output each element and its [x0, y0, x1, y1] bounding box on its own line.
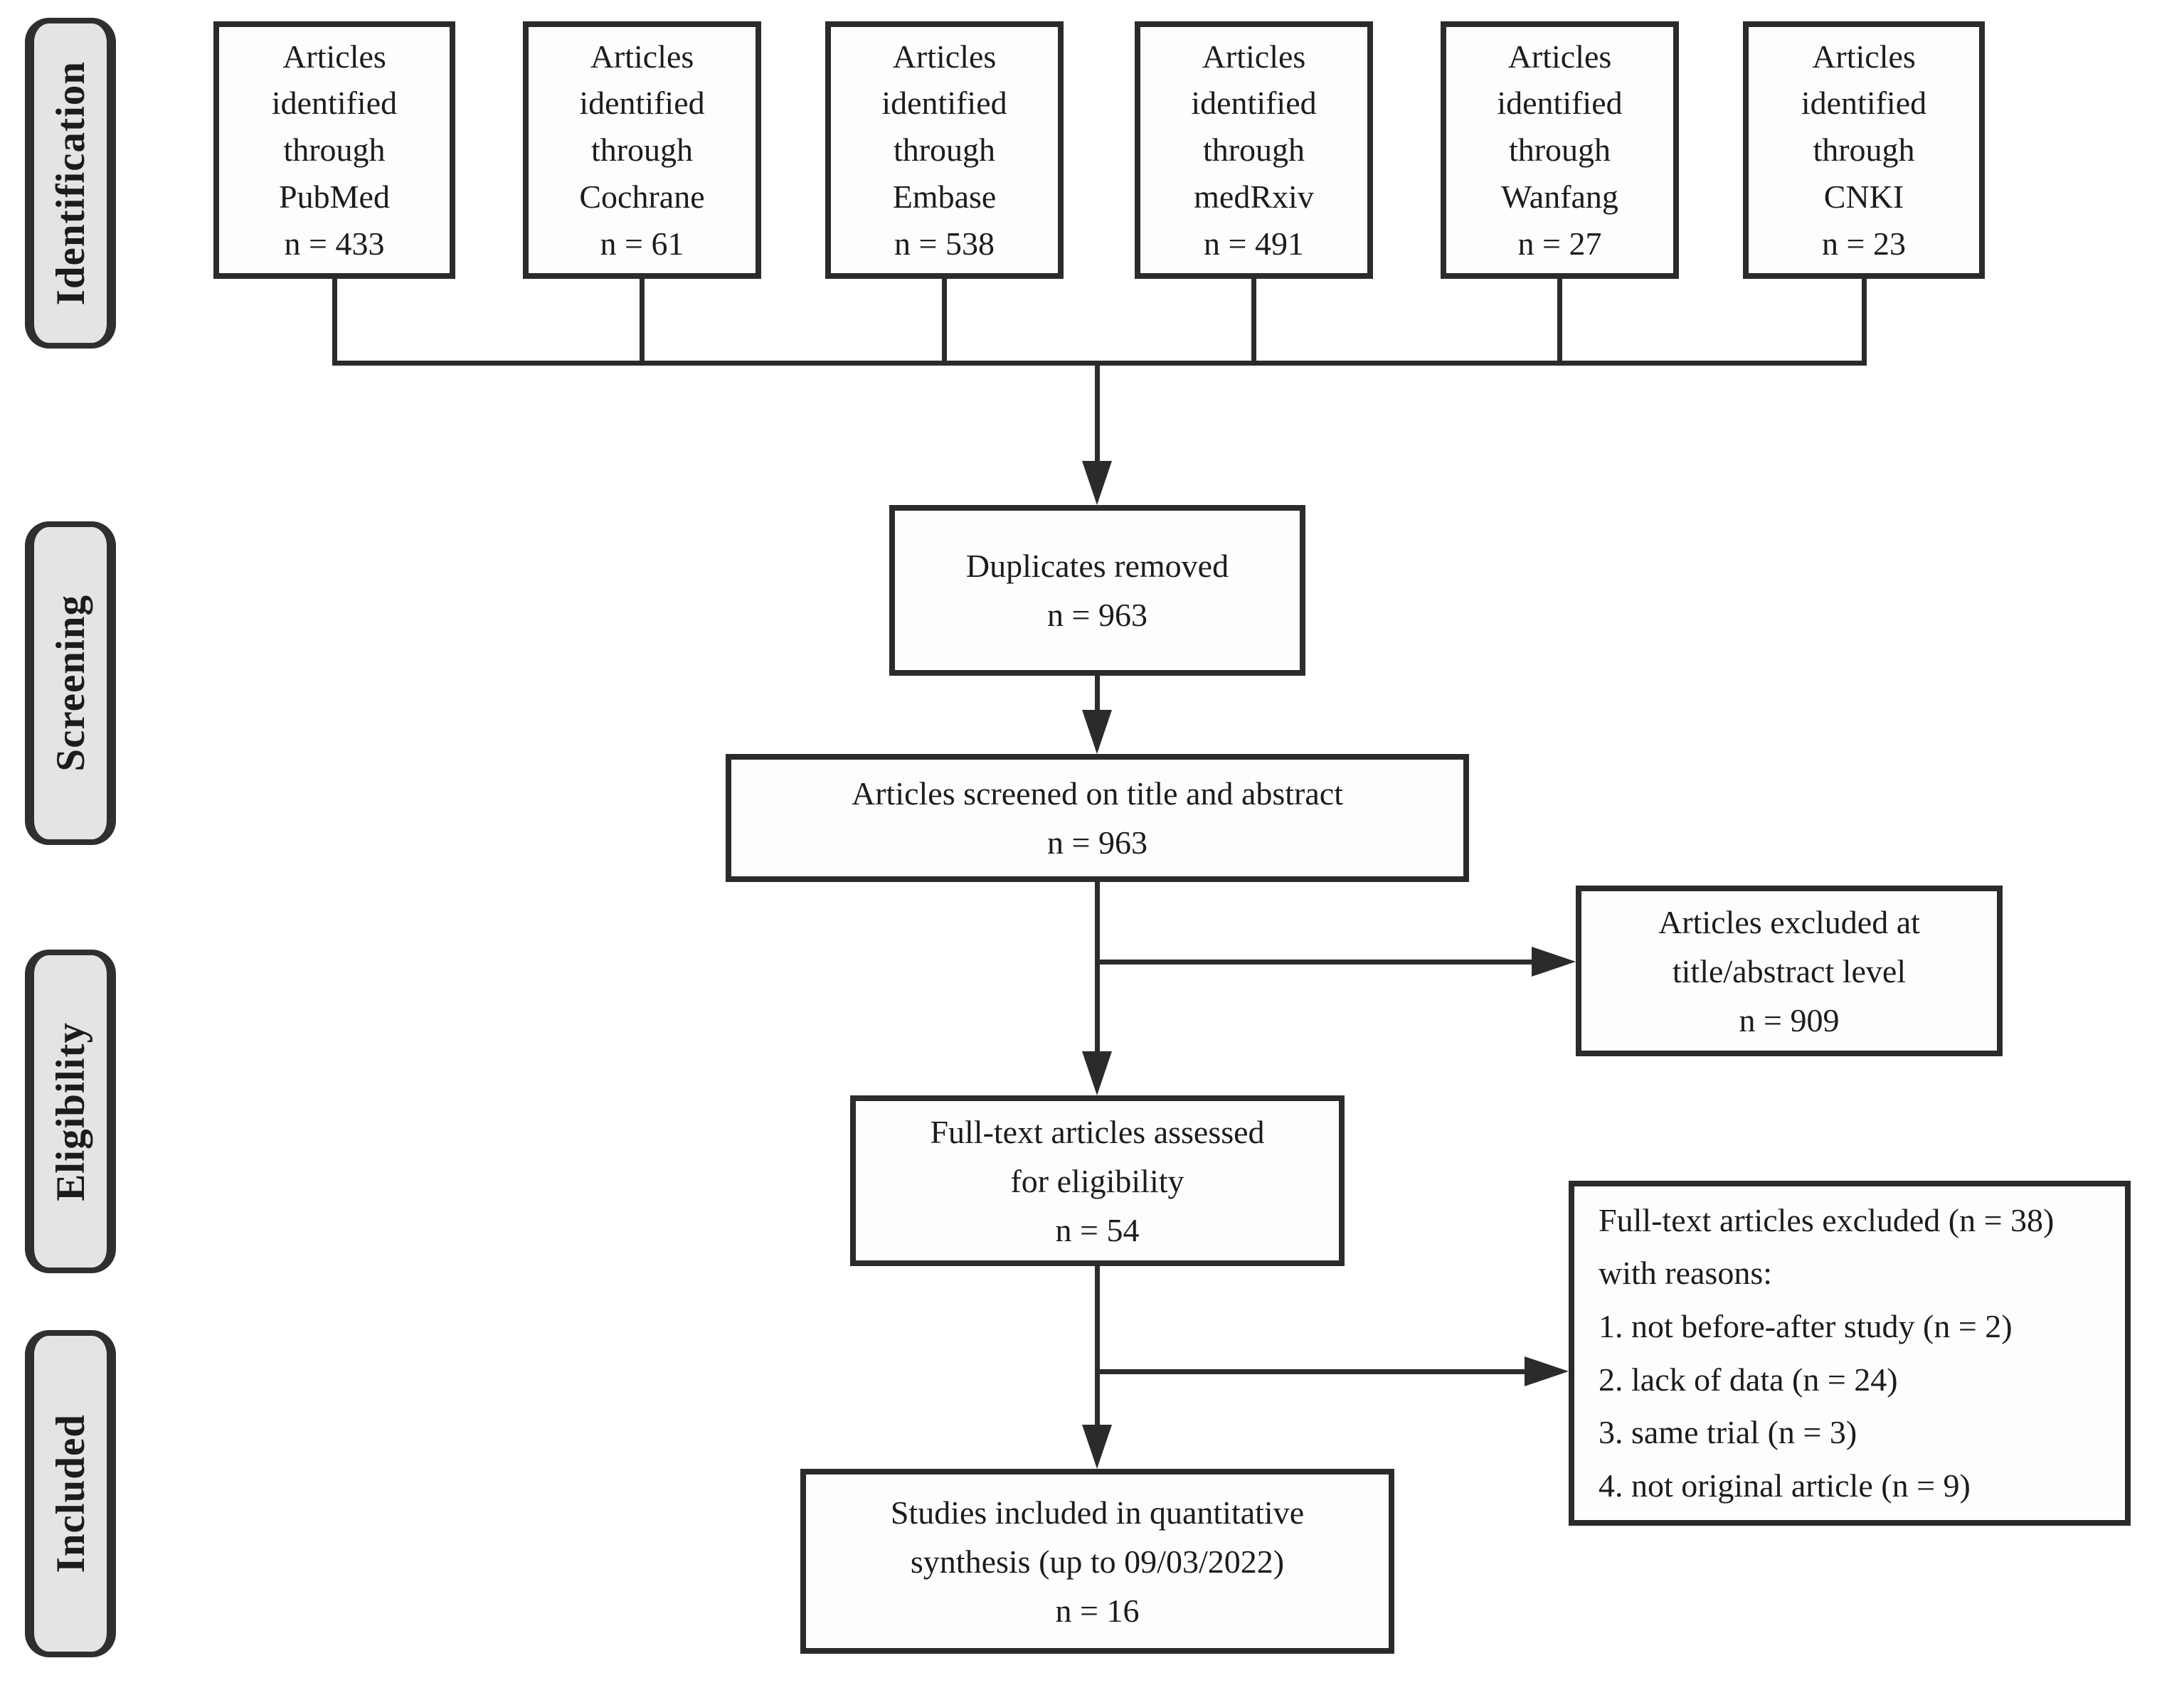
box-line: identified — [579, 85, 705, 122]
box-line: Articles screened on title and abstract — [852, 775, 1343, 812]
box-line: for eligibility — [1010, 1162, 1184, 1199]
source-box-cochrane: Articles identified through Cochrane n =… — [523, 21, 761, 279]
box-line: identified — [271, 85, 398, 122]
box-line: identified — [1191, 85, 1317, 122]
box-line: identified — [881, 85, 1007, 122]
box-count: n = 909 — [1739, 1001, 1840, 1038]
fulltext-assessed-box: Full-text articles assessed for eligibil… — [850, 1095, 1345, 1266]
source-box-medrxiv: Articles identified through medRxiv n = … — [1135, 21, 1373, 279]
stage-label-included: Included — [25, 1330, 116, 1657]
box-count: n = 23 — [1822, 225, 1906, 262]
box-line: Full-text articles excluded (n = 38) — [1599, 1201, 2055, 1238]
box-line: 2. lack of data (n = 24) — [1599, 1361, 1898, 1398]
connector-line — [1095, 882, 1100, 1053]
screened-box: Articles screened on title and abstract … — [726, 754, 1469, 882]
box-line: PubMed — [279, 178, 390, 215]
box-count: n = 61 — [600, 225, 684, 262]
box-line: medRxiv — [1194, 178, 1314, 215]
connector-line — [332, 279, 337, 366]
box-line: through — [1202, 132, 1305, 169]
box-count: n = 963 — [1047, 824, 1147, 861]
box-line: through — [590, 132, 694, 169]
fulltext-excluded-box: Full-text articles excluded (n = 38) wit… — [1569, 1181, 2131, 1526]
connector-line — [1251, 279, 1256, 366]
box-line: Articles — [1507, 38, 1612, 75]
connector-line — [1095, 1266, 1100, 1426]
box-count: n = 54 — [1055, 1211, 1140, 1248]
source-box-pubmed: Articles identified through PubMed n = 4… — [213, 21, 455, 279]
box-line: with reasons: — [1599, 1255, 1773, 1292]
box-count: n = 27 — [1517, 225, 1602, 262]
stage-label-text: Screening — [48, 595, 93, 772]
source-box-wanfang: Articles identified through Wanfang n = … — [1441, 21, 1679, 279]
box-line: identified — [1497, 85, 1623, 122]
connector-line — [1095, 676, 1100, 715]
box-line: Articles — [892, 38, 997, 75]
stage-label-identification: Identification — [25, 18, 116, 349]
box-line: Embase — [892, 178, 997, 215]
connector-line — [1095, 361, 1100, 466]
box-line: Full-text articles assessed — [930, 1113, 1265, 1150]
excluded-title-abstract-box: Articles excluded at title/abstract leve… — [1576, 886, 2003, 1056]
source-box-embase: Articles identified through Embase n = 5… — [825, 21, 1064, 279]
arrow-right — [1532, 947, 1576, 977]
box-line: Articles — [1812, 38, 1916, 75]
connector-line — [1862, 279, 1867, 366]
connector-line — [1557, 279, 1562, 366]
arrow-down — [1082, 1051, 1112, 1095]
box-line: Duplicates removed — [965, 548, 1229, 584]
box-line: through — [893, 132, 996, 169]
box-line: synthesis (up to 09/03/2022) — [910, 1543, 1285, 1580]
box-line: 1. not before-after study (n = 2) — [1599, 1307, 2013, 1344]
stage-label-eligibility: Eligibility — [25, 950, 116, 1273]
box-line: CNKI — [1823, 178, 1904, 215]
stage-label-text: Eligibility — [48, 1021, 93, 1201]
box-line: title/abstract level — [1672, 952, 1907, 989]
box-line: Articles — [590, 38, 694, 75]
box-line: Articles — [1202, 38, 1306, 75]
box-line: identified — [1801, 85, 1927, 122]
box-count: n = 963 — [1047, 597, 1147, 633]
branch-line — [1097, 960, 1532, 965]
connector-line — [640, 279, 645, 366]
box-line: 4. not original article (n = 9) — [1599, 1467, 1971, 1504]
box-line: Studies included in quantitative — [890, 1494, 1305, 1531]
box-line: Wanfang — [1501, 178, 1618, 215]
box-line: Cochrane — [579, 178, 705, 215]
arrow-down — [1082, 1425, 1112, 1469]
box-line: Articles excluded at — [1658, 903, 1920, 940]
box-line: through — [283, 132, 386, 169]
included-box: Studies included in quantitative synthes… — [800, 1469, 1394, 1654]
box-line: Articles — [282, 38, 386, 75]
arrow-right — [1525, 1356, 1569, 1386]
box-line: through — [1813, 132, 1915, 169]
stage-label-text: Included — [48, 1414, 93, 1573]
arrow-down — [1082, 461, 1112, 505]
duplicates-removed-box: Duplicates removed n = 963 — [889, 505, 1305, 676]
stage-label-text: Identification — [48, 60, 93, 306]
box-line: through — [1508, 132, 1611, 169]
arrow-down — [1082, 710, 1112, 754]
box-count: n = 538 — [894, 225, 995, 262]
box-count: n = 16 — [1055, 1592, 1140, 1629]
box-count: n = 433 — [284, 225, 385, 262]
source-box-cnki: Articles identified through CNKI n = 23 — [1743, 21, 1985, 279]
box-count: n = 491 — [1204, 225, 1304, 262]
stage-label-screening: Screening — [25, 521, 116, 845]
branch-line — [1097, 1369, 1525, 1374]
box-line: 3. same trial (n = 3) — [1599, 1414, 1857, 1451]
connector-line — [942, 279, 947, 366]
